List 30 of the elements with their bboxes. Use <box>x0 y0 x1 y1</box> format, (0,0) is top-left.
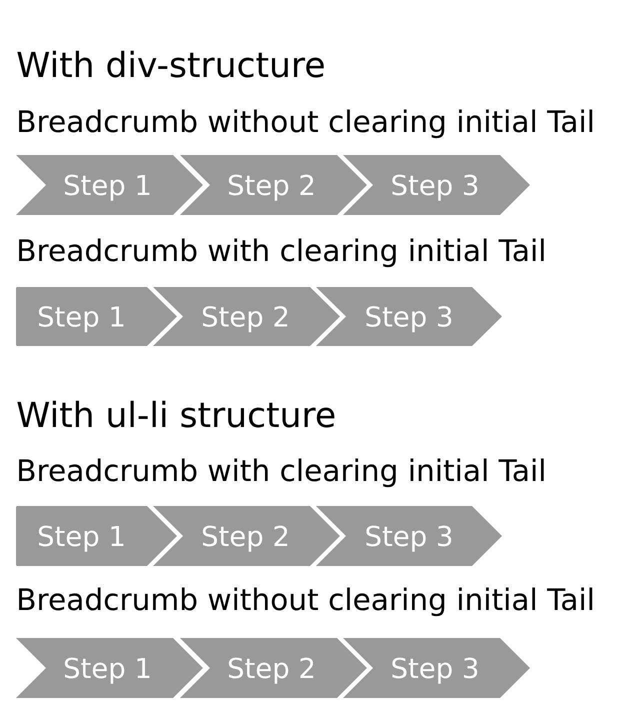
breadcrumb-step: Step 2 <box>180 638 367 698</box>
node-label: Step 1 <box>38 526 124 552</box>
breadcrumb-caption: Breadcrumb without clearing initial Tail <box>19 110 592 138</box>
node-label: Step 3 <box>366 306 452 332</box>
breadcrumb-caption: Breadcrumb with clearing initial Tail <box>19 238 544 268</box>
breadcrumb-step: Step 3 <box>343 638 530 698</box>
node-label: Step 3 <box>366 526 452 552</box>
node-label: Step 2 <box>228 658 314 684</box>
node-label: Step 1 <box>64 658 150 684</box>
breadcrumb-step: Step 1 <box>16 506 177 566</box>
node-label: Step 2 <box>228 174 314 201</box>
node-label: Step 3 <box>392 658 478 684</box>
breadcrumb-caption: Breadcrumb without clearing initial Tail <box>19 588 592 616</box>
node-label: Step 1 <box>38 306 124 332</box>
breadcrumb-step: Step 3 <box>316 287 502 346</box>
node-label: Step 3 <box>392 174 478 201</box>
node-label: Step 2 <box>202 526 288 552</box>
section-heading: With div-structure <box>17 50 324 78</box>
breadcrumb-step: Step 1 <box>16 155 203 215</box>
breadcrumb-step: Step 2 <box>153 287 340 346</box>
breadcrumb-caption: Breadcrumb with clearing initial Tail <box>19 458 544 488</box>
breadcrumb-step: Step 3 <box>316 506 502 566</box>
breadcrumb-step: Step 1 <box>16 638 203 698</box>
breadcrumb-step: Step 2 <box>180 155 367 215</box>
node-label: Step 1 <box>64 174 150 201</box>
section-heading: With ul-li structure <box>17 400 334 428</box>
breadcrumb-step: Step 3 <box>343 155 530 215</box>
breadcrumb-step: Step 1 <box>16 287 177 346</box>
node-label: Step 2 <box>202 306 288 332</box>
breadcrumb-step: Step 2 <box>153 506 340 566</box>
